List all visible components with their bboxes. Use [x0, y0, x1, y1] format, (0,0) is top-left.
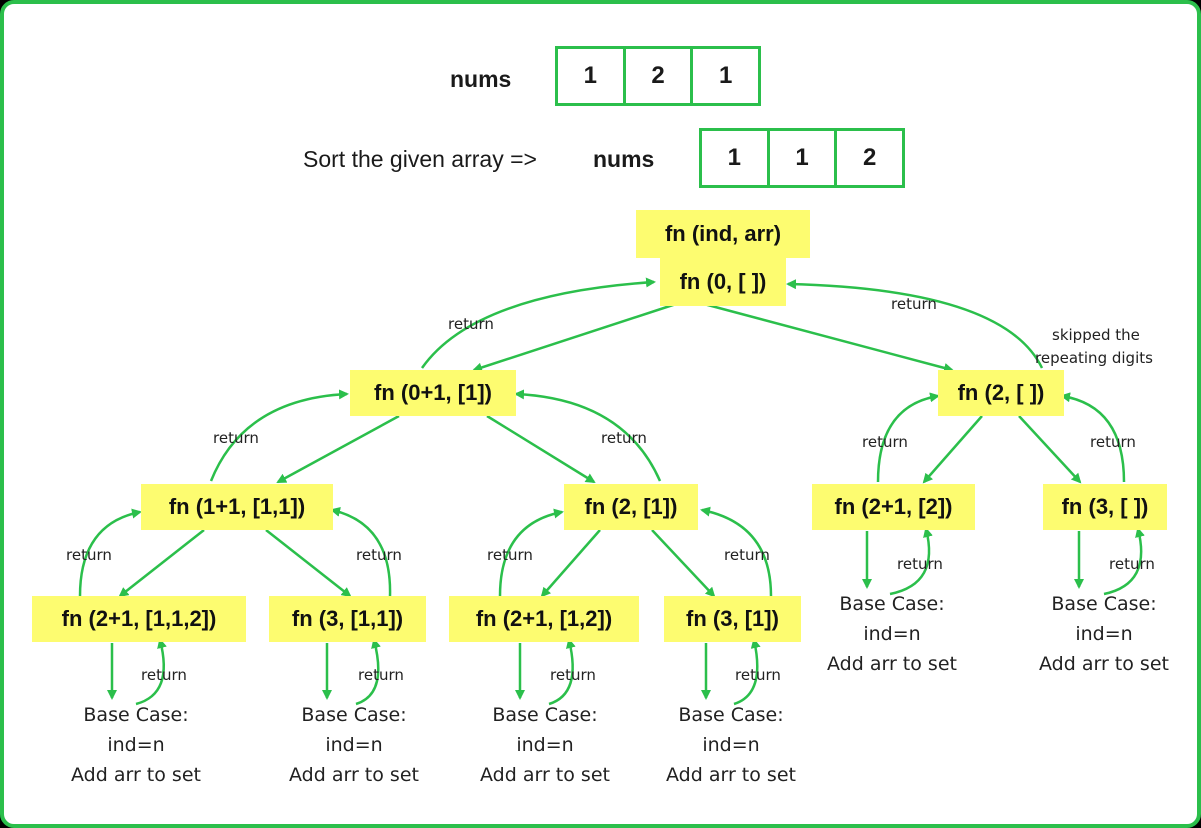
call-arrow — [1018, 415, 1082, 484]
node-l3-c: fn (2+1, [1,2]) — [449, 596, 639, 642]
sorted-nums-array: 1 1 2 — [699, 128, 905, 188]
return-arrow — [135, 638, 167, 706]
return-label: return — [213, 429, 259, 447]
return-arrow — [355, 638, 381, 706]
base-case: Base Case: ind=n Add arr to set — [36, 700, 236, 790]
node-l2-b: fn (2, [1]) — [564, 484, 698, 530]
node-l1-left: fn (0+1, [1]) — [350, 370, 516, 416]
base-case-line: Add arr to set — [827, 653, 957, 675]
return-arrow — [876, 392, 940, 483]
return-arrow — [786, 279, 1044, 369]
return-label: return — [550, 666, 596, 684]
return-arrow — [514, 389, 662, 482]
call-arrow — [118, 529, 205, 598]
return-arrow — [420, 277, 656, 369]
nums-label: nums — [450, 66, 512, 92]
return-label: return — [356, 546, 402, 564]
base-case-line: ind=n — [1075, 623, 1133, 645]
return-arrow — [889, 527, 933, 596]
base-case-line: Add arr to set — [289, 764, 419, 786]
nums-array: 1 2 1 — [555, 46, 761, 106]
node-l2-a: fn (1+1, [1,1]) — [141, 484, 333, 530]
base-case-line: Base Case: — [839, 593, 945, 615]
array-cell: 2 — [622, 49, 691, 103]
return-arrow — [733, 638, 761, 706]
base-case-line: Base Case: — [83, 704, 189, 726]
return-label: return — [724, 546, 770, 564]
return-arrow — [1060, 392, 1126, 483]
base-case-line: ind=n — [702, 734, 760, 756]
skip-note-line: skipped the — [1052, 326, 1140, 344]
base-case-line: Base Case: — [678, 704, 784, 726]
call-arrow — [276, 414, 400, 484]
base-case-line: Base Case: — [1051, 593, 1157, 615]
array-cell: 1 — [727, 144, 742, 171]
base-case-line: Add arr to set — [666, 764, 796, 786]
return-label: return — [891, 295, 937, 313]
array-cell: 2 — [834, 131, 902, 185]
base-case: Base Case: ind=n Add arr to set — [254, 700, 454, 790]
node-l3-d: fn (3, [1]) — [664, 596, 801, 642]
node-root: fn (0, [ ]) — [660, 258, 786, 306]
function-signature: fn (ind, arr) — [636, 210, 810, 258]
base-case-line: Add arr to set — [1039, 653, 1169, 675]
base-case: Base Case: ind=n Add arr to set — [445, 700, 645, 790]
sorted-nums-label: nums — [593, 146, 655, 172]
base-case: Base Case: ind=n Add arr to set — [631, 700, 831, 790]
call-arrow — [703, 302, 954, 373]
node-l1-right: fn (2, [ ]) — [938, 370, 1064, 416]
base-case-line: ind=n — [516, 734, 574, 756]
node-l3-a: fn (2+1, [1,1,2]) — [32, 596, 246, 642]
base-case-line: Add arr to set — [480, 764, 610, 786]
base-case-line: Add arr to set — [71, 764, 201, 786]
base-case-line: Base Case: — [301, 704, 407, 726]
sort-instruction: Sort the given array => — [303, 146, 537, 172]
return-arrow — [1103, 527, 1145, 596]
return-arrow — [700, 506, 773, 597]
call-arrow — [486, 414, 596, 484]
call-arrow — [540, 529, 601, 598]
skip-note-line: repeating digits — [1035, 349, 1153, 367]
base-case-line: ind=n — [107, 734, 165, 756]
return-label: return — [448, 315, 494, 333]
base-case-line: ind=n — [325, 734, 383, 756]
return-label: return — [141, 666, 187, 684]
return-arrow — [330, 506, 392, 597]
return-arrow — [548, 638, 576, 706]
arrows-layer — [78, 277, 1145, 706]
node-l2-c: fn (2+1, [2]) — [812, 484, 975, 530]
return-label: return — [601, 429, 647, 447]
array-cell: 1 — [766, 131, 835, 185]
array-cell: 1 — [583, 62, 598, 89]
return-label: return — [897, 555, 943, 573]
call-arrow — [922, 415, 983, 484]
call-arrow — [472, 302, 677, 373]
return-label: return — [735, 666, 781, 684]
return-arrow — [209, 389, 349, 482]
base-case-line: ind=n — [863, 623, 921, 645]
return-arrow — [498, 508, 564, 597]
return-label: return — [487, 546, 533, 564]
base-case-line: Base Case: — [492, 704, 598, 726]
return-label: return — [358, 666, 404, 684]
return-label: return — [1090, 433, 1136, 451]
return-label: return — [1109, 555, 1155, 573]
base-case: Base Case: ind=n Add arr to set — [1004, 589, 1197, 679]
return-arrow — [78, 508, 142, 597]
call-arrow — [265, 529, 352, 598]
base-case: Base Case: ind=n Add arr to set — [792, 589, 992, 679]
return-label: return — [862, 433, 908, 451]
return-label: return — [66, 546, 112, 564]
call-arrow — [651, 529, 716, 598]
node-l2-d: fn (3, [ ]) — [1043, 484, 1167, 530]
node-l3-b: fn (3, [1,1]) — [269, 596, 426, 642]
array-cell: 1 — [690, 49, 758, 103]
